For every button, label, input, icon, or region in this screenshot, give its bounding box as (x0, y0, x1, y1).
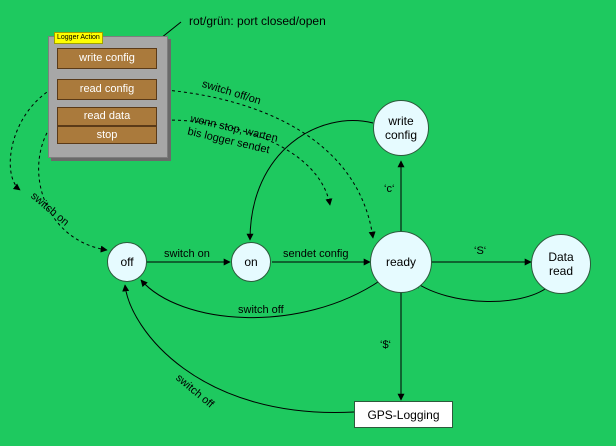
legend-pointer-line (160, 21, 182, 39)
state-data-read: Data read (531, 234, 591, 294)
label-sendet-config: sendet config (283, 248, 349, 260)
dashed-read-data-to-ready (165, 119, 333, 206)
dashed-read-config-to-ready (165, 89, 376, 239)
state-on-label: on (244, 255, 258, 269)
state-off: off (107, 242, 147, 282)
edge-data-read-to-ready (414, 281, 549, 302)
edge-ready-to-off (140, 279, 382, 319)
state-off-label: off (120, 255, 134, 269)
edge-write-config-to-on (246, 120, 374, 241)
state-ready: ready (370, 231, 432, 293)
state-gps-logging-label: GPS-Logging (367, 407, 440, 422)
legend-text: rot/grün: port closed/open (189, 14, 326, 28)
state-on: on (231, 242, 271, 282)
state-write-config: write config (373, 100, 429, 156)
read-config-button[interactable]: read config (57, 79, 157, 100)
write-config-button[interactable]: write config (57, 48, 157, 69)
label-s: ‘S‘ (474, 245, 487, 257)
state-data-read-line2: read (548, 264, 573, 278)
state-gps-logging: GPS-Logging (354, 401, 453, 428)
state-ready-label: ready (385, 255, 417, 269)
logger-action-title: Logger Action (54, 32, 103, 44)
state-write-config-line2: config (384, 128, 418, 142)
state-write-config-line1: write (388, 114, 414, 128)
label-switch-on: switch on (164, 248, 210, 260)
label-dollar: ‘$‘ (380, 339, 392, 351)
read-data-button[interactable]: read data (57, 107, 157, 126)
dashed-read-config-to-off (9, 85, 58, 191)
stop-button[interactable]: stop (57, 126, 157, 144)
label-switch-off-ready: switch off (238, 304, 284, 316)
dashed-read-data-to-off (38, 117, 108, 253)
label-c: ‘c‘ (384, 183, 395, 195)
edge-gps-to-off (122, 284, 355, 413)
logger-action-panel: Logger Action write config read config r… (48, 32, 168, 158)
state-data-read-line1: Data (548, 250, 574, 264)
